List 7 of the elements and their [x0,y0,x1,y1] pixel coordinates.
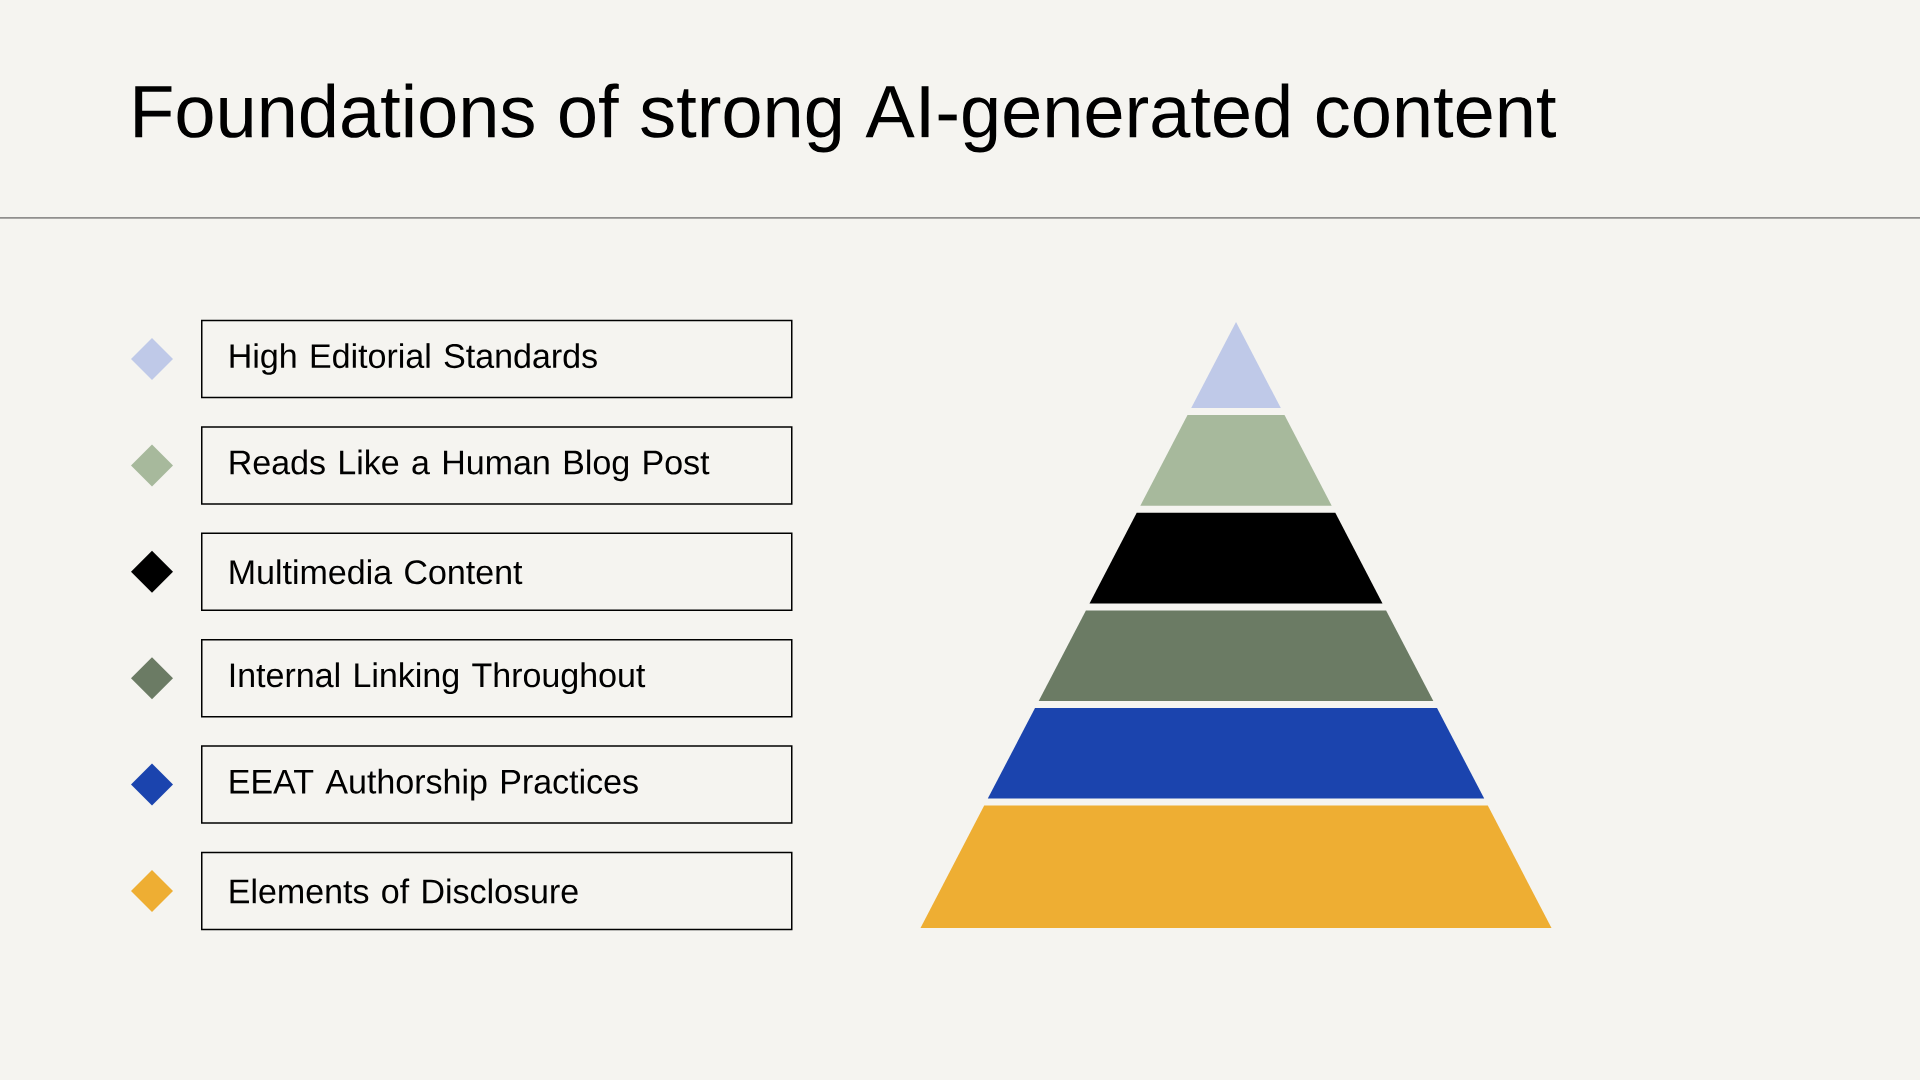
legend-box: Reads Like a Human Blog Post [201,426,793,505]
legend-box: Internal Linking Throughout [201,638,793,718]
legend-box: Multimedia Content [201,532,793,612]
legend-box: Elements of Disclosure [201,851,793,931]
title: Foundations of strong AI-generated content [135,83,1556,153]
legend-box: High Editorial Standards [201,319,793,399]
legend-box: EEAT Authorship Practices [201,745,793,824]
